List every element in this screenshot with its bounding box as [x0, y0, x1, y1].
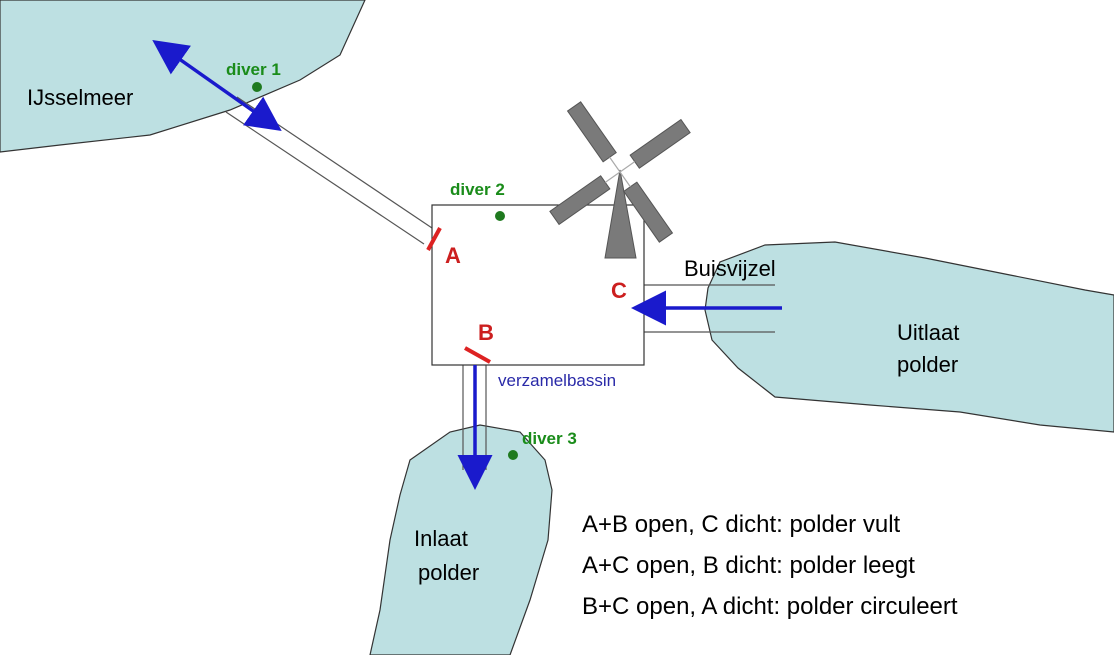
diver-2-label: diver 2 [450, 180, 505, 199]
valve-a-marker [426, 227, 442, 251]
outlet-polder-label-2: polder [897, 352, 958, 377]
diver-3-label: diver 3 [522, 429, 577, 448]
ijsselmeer-label: IJsselmeer [27, 85, 133, 110]
inlet-polder-label-2: polder [418, 560, 479, 585]
verzamelbassin-label: verzamelbassin [498, 371, 616, 390]
diver-2-point [495, 211, 505, 221]
valve-b-label: B [478, 320, 494, 345]
valve-b-marker [464, 346, 491, 364]
pipe-a-lower [225, 111, 425, 245]
outlet-polder-label-1: Uitlaat [897, 320, 959, 345]
arrow-ijsselmeer [152, 39, 282, 132]
diver-3-point [508, 450, 518, 460]
pipe-a-upper [236, 96, 433, 229]
outlet-polder-water [704, 241, 1114, 433]
inlet-polder-label-1: Inlaat [414, 526, 468, 551]
diver-1-point [252, 82, 262, 92]
collecting-basin [431, 204, 645, 366]
diver-1-label: diver 1 [226, 60, 281, 79]
valve-a-label: A [445, 243, 461, 268]
windmill-icon [549, 101, 691, 259]
legend-line-2: A+C open, B dicht: polder leegt [582, 552, 915, 579]
ijsselmeer-water [0, 0, 366, 153]
legend-line-3: B+C open, A dicht: polder circuleert [582, 593, 958, 620]
legend-line-1: A+B open, C dicht: polder vult [582, 511, 901, 538]
inlet-polder-water [369, 424, 553, 655]
buisvijzel-label: Buisvijzel [684, 256, 776, 281]
valve-c-label: C [611, 278, 627, 303]
